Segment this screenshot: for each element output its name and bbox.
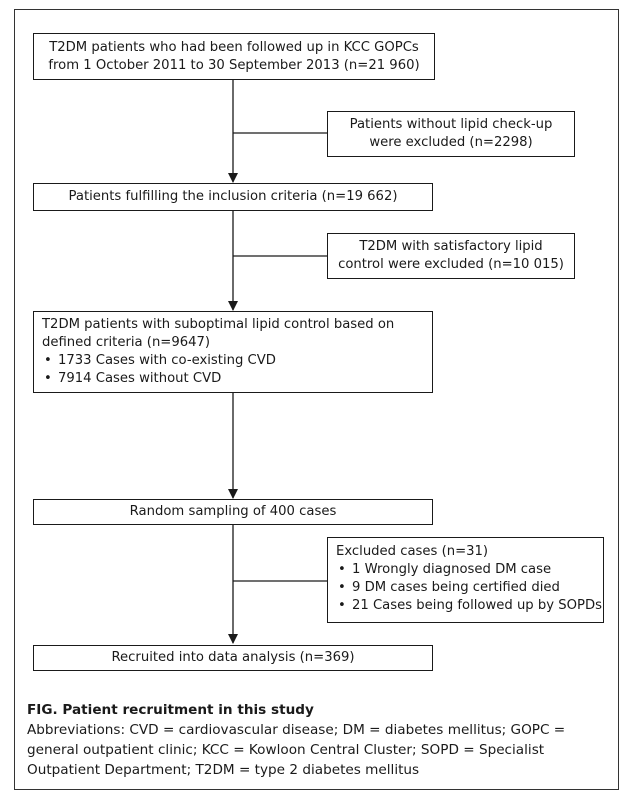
box-text: Excluded cases (n=31) [336, 544, 489, 559]
bullet-item: 21 Cases being followed up by SOPDs [336, 597, 602, 615]
box-recruited: Recruited into data analysis (n=369) [33, 645, 433, 671]
box-text: were excluded (n=2298) [369, 135, 533, 150]
box-study-population: T2DM patients who had been followed up i… [33, 33, 435, 80]
bullet-item: 1 Wrongly diagnosed DM case [336, 561, 595, 579]
bullet-item: 9 DM cases being certified died [336, 579, 595, 597]
box-text: Patients without lipid check-up [349, 117, 553, 132]
caption-abbreviations: Abbreviations: CVD = cardiovascular dise… [27, 722, 566, 778]
box-text: Patients fulfilling the inclusion criter… [68, 189, 398, 204]
box-suboptimal-lipid-control: T2DM patients with suboptimal lipid cont… [33, 311, 433, 393]
box-inclusion-criteria: Patients fulfilling the inclusion criter… [33, 183, 433, 211]
box-excluded-no-lipid-checkup: Patients without lipid check-up were exc… [327, 111, 575, 157]
box-excluded-cases: Excluded cases (n=31) 1 Wrongly diagnose… [327, 537, 604, 623]
box-text: Random sampling of 400 cases [129, 504, 337, 519]
caption-title: FIG. Patient recruitment in this study [27, 702, 314, 718]
figure-caption: FIG. Patient recruitment in this study A… [27, 700, 612, 780]
box-text: T2DM with satisfactory lipid [359, 239, 543, 254]
box-text: control were excluded (n=10 015) [338, 257, 564, 272]
box-text: T2DM patients with suboptimal lipid cont… [42, 317, 395, 332]
box-random-sampling: Random sampling of 400 cases [33, 499, 433, 525]
box-text: defined criteria (n=9647) [42, 335, 211, 350]
figure-frame [14, 9, 619, 790]
box-text: Recruited into data analysis (n=369) [111, 650, 355, 665]
box-text: T2DM patients who had been followed up i… [49, 39, 419, 55]
bullet-item: 7914 Cases without CVD [42, 370, 424, 388]
bullet-item: 1733 Cases with co-existing CVD [42, 352, 424, 370]
box-excluded-satisfactory-control: T2DM with satisfactory lipid control wer… [327, 233, 575, 279]
box-text: from 1 October 2011 to 30 September 2013… [48, 57, 420, 73]
